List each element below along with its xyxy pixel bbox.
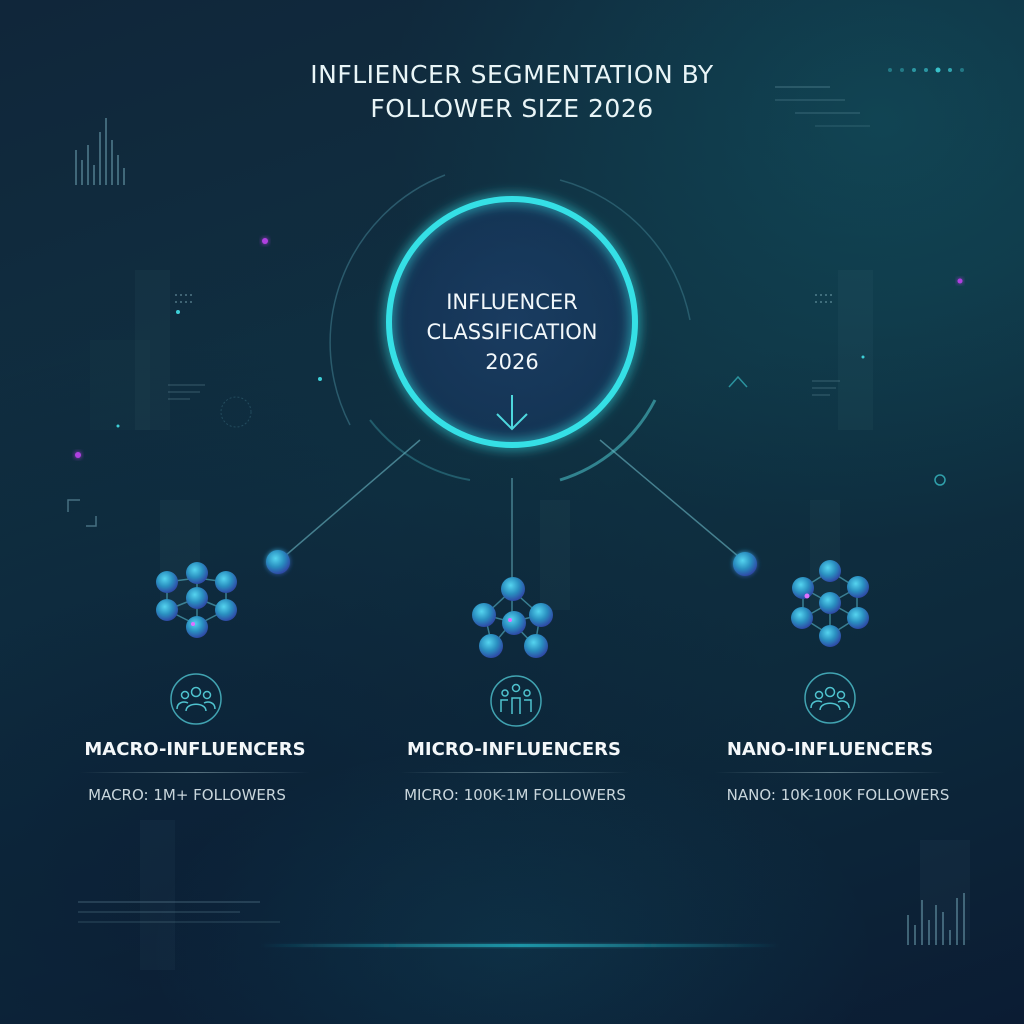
- micro-segment-subtitle: MICRO: 100K-1M FOLLOWERS: [404, 786, 626, 804]
- hub-orbit-arcs: [329, 174, 691, 482]
- nano-segment-divider: [715, 772, 945, 773]
- page-title-line1: INFLIENCER SEGMENTATION BY: [310, 60, 714, 89]
- nano-group-icon: [804, 672, 856, 724]
- nano-segment-title: NANO-INFLUENCERS: [726, 739, 934, 760]
- sparkles: [67, 238, 963, 527]
- floor-glow: [260, 944, 780, 947]
- macro-segment-divider: [80, 772, 310, 773]
- connector-node-left: [266, 550, 290, 574]
- hub-label-line2: CLASSIFICATION: [426, 320, 598, 344]
- macro-segment-subtitle: MACRO: 1M+ FOLLOWERS: [88, 786, 286, 804]
- bars-decoration-topleft: [75, 118, 125, 185]
- micro-segment-divider: [400, 772, 630, 773]
- hub-connectors: [277, 439, 746, 590]
- macro-group-icon: [170, 673, 222, 725]
- dots-decoration: [888, 67, 964, 73]
- macro-segment-title: MACRO-INFLUENCERS: [84, 739, 306, 760]
- nano-segment-subtitle: NANO: 10K-100K FOLLOWERS: [726, 786, 950, 804]
- micro-people-icon: [490, 675, 542, 727]
- page-title-line2: FOLLOWER SIZE 2026: [370, 94, 654, 123]
- micro-segment-title: MICRO-INFLUENCERS: [407, 739, 621, 760]
- arrow-down-icon: [496, 395, 528, 431]
- bars-decoration-bottomright: [907, 893, 965, 945]
- hub-label-line1: INFLUENCER: [446, 290, 578, 314]
- hub-label-line3: 2026: [485, 350, 539, 374]
- micro-node-cluster: [472, 577, 553, 658]
- macro-node-cluster: [156, 562, 237, 638]
- text-lines-decoration: [78, 86, 870, 923]
- nano-node-cluster: [791, 560, 869, 647]
- connector-node-right: [733, 552, 757, 576]
- hub-circle-fill: [387, 197, 637, 447]
- hub-ring: [386, 196, 638, 448]
